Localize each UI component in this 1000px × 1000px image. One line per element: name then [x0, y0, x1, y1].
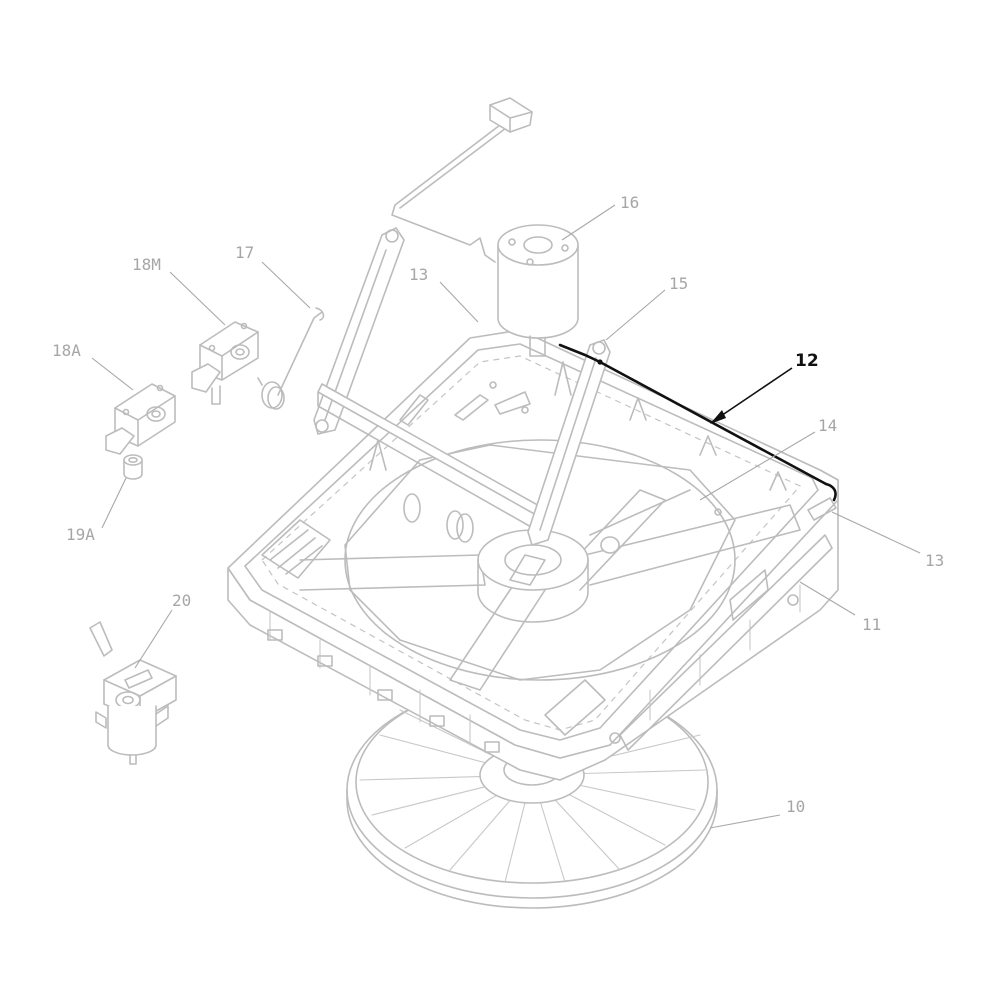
part-14-support-rod[interactable] [589, 489, 691, 536]
part-13-bracket[interactable] [807, 497, 837, 521]
part-18a-hinge-bracket[interactable] [105, 383, 176, 455]
callout-13-left: 13 [409, 265, 428, 284]
callout-17: 17 [235, 243, 254, 262]
callout-18a: 18A [52, 341, 81, 360]
part-13-lift-arm[interactable] [313, 227, 551, 533]
part-12-highlighted-rod[interactable] [558, 343, 837, 502]
part-18m-hinge-bracket[interactable] [191, 321, 259, 405]
part-11-base-housing[interactable] [227, 329, 839, 781]
callout-19a: 19A [66, 525, 95, 544]
callout-18m: 18M [132, 255, 161, 274]
leader-lines [91, 204, 921, 829]
part-16-motor[interactable] [497, 224, 579, 357]
callout-20: 20 [172, 591, 191, 610]
callout-15: 15 [669, 274, 688, 293]
part-15-lift-arm[interactable] [509, 339, 611, 586]
callout-13-right: 13 [925, 551, 944, 570]
motor-wire-harness [391, 97, 533, 263]
part-20-actuator-motor[interactable] [89, 621, 177, 765]
part-17-spring[interactable] [257, 307, 325, 410]
callout-12: 12 [795, 351, 819, 371]
callout-16: 16 [620, 193, 639, 212]
part-19a-bushing[interactable] [123, 454, 143, 480]
callout-11: 11 [862, 615, 881, 634]
callout-14: 14 [818, 416, 837, 435]
callout-labels: 10 11 12 13 13 14 15 16 17 18M 18A 19A 2… [52, 193, 944, 816]
callout-10: 10 [786, 797, 805, 816]
